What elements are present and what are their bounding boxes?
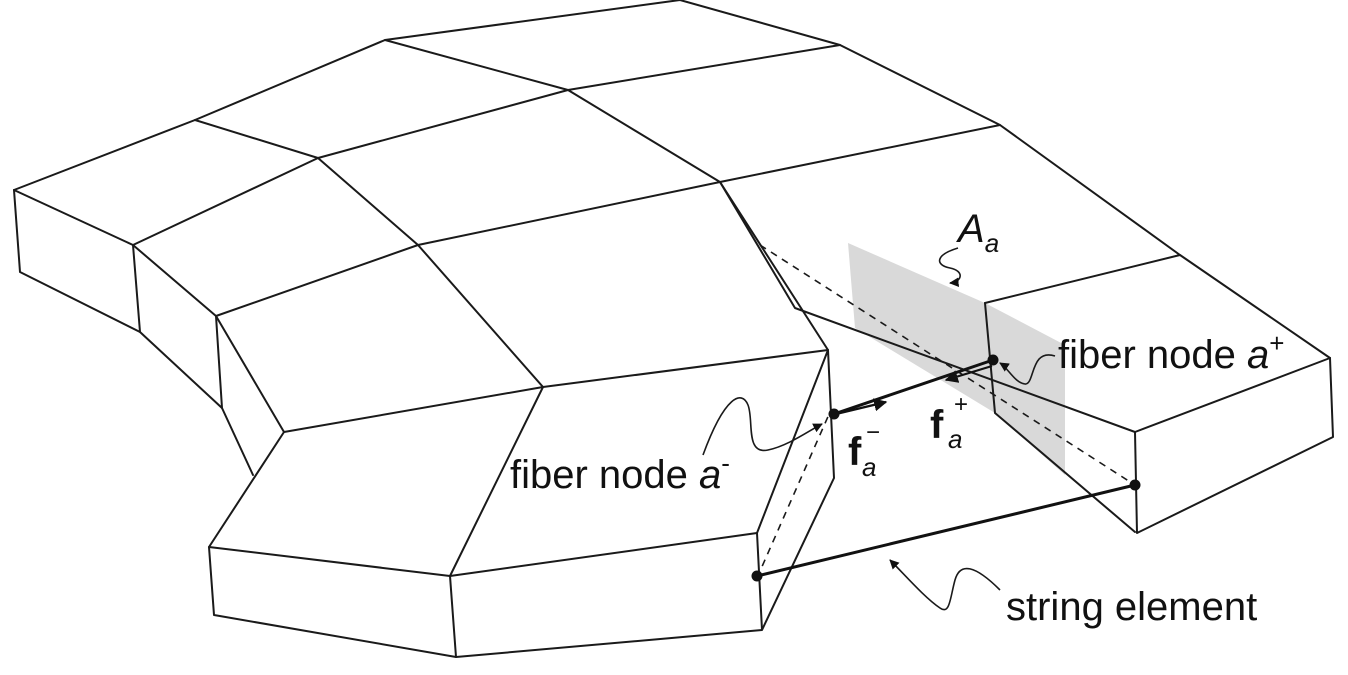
- force-plus-subscript: a: [948, 424, 962, 454]
- force-plus-arrow: [944, 364, 993, 383]
- fiber-node-plus-callout: [999, 354, 1056, 385]
- force-minus-label: f: [848, 430, 862, 474]
- force-plus-superscript: +: [954, 391, 968, 418]
- fiber-node-minus-dot: [828, 408, 840, 420]
- string-end-dot-right: [1129, 479, 1141, 491]
- string-end-dot-left: [751, 570, 763, 582]
- cross-section-area: [848, 243, 1065, 475]
- string-element-callout: [889, 559, 1001, 611]
- fiber-node-minus-callout: [702, 397, 823, 456]
- area-label: Aa: [956, 207, 999, 258]
- force-minus-subscript: a: [862, 452, 876, 482]
- force-plus-label: f: [930, 403, 944, 447]
- string-element-label: string element: [1006, 585, 1257, 629]
- fiber-node-plus-dot: [987, 354, 999, 366]
- fiber-element: [832, 358, 995, 416]
- area-callout-squiggle: [938, 247, 961, 288]
- string-element-line: [755, 483, 1137, 578]
- force-minus-arrow: [835, 398, 888, 416]
- fiber-node-plus-label: fiber node a+: [1058, 328, 1284, 377]
- fiber-node-minus-label: fiber node a-: [510, 448, 730, 497]
- mesh-top-surface: [13, 0, 1331, 577]
- force-minus-superscript: −: [866, 419, 880, 446]
- hidden-edges: [756, 244, 1136, 579]
- mesh-side-faces: [13, 189, 1334, 658]
